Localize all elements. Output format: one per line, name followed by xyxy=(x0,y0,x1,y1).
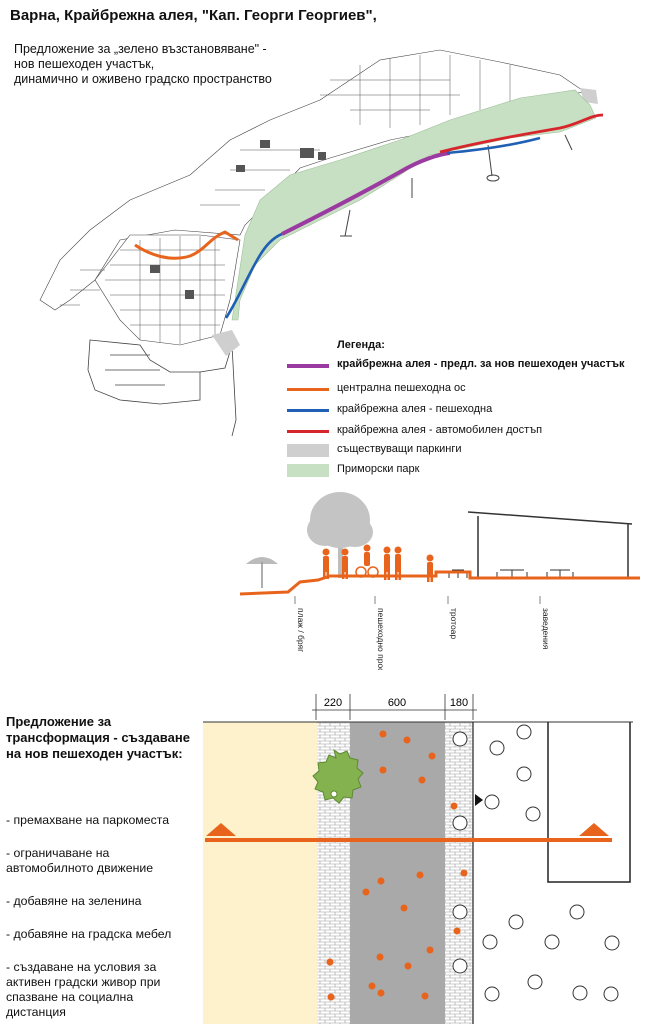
legend-label: крайбрежна алея - предл. за нов пешеходе… xyxy=(337,358,625,370)
tree-icon xyxy=(312,748,364,804)
cross-section: плаж / бряг пешеходно пространство трото… xyxy=(239,492,640,670)
pedestrian-road xyxy=(350,722,445,1024)
bullet-item: - добавяне на зеленина xyxy=(6,894,142,908)
legend-swatch xyxy=(287,430,329,433)
cafe-zone xyxy=(473,722,633,1024)
cafe-table-icons xyxy=(452,724,620,1002)
axis-marker-icon xyxy=(579,823,609,836)
legend-swatch xyxy=(287,409,329,412)
city-blocks xyxy=(39,49,586,346)
route-blue xyxy=(224,232,283,319)
legend-label: съществуващи паркинги xyxy=(337,443,462,455)
legend-title: Легенда: xyxy=(337,339,385,351)
street-plan: 220 600 180 xyxy=(203,694,633,1024)
bullet-item: - добавяне на градска мебел xyxy=(6,927,172,941)
beach-umbrella-icon xyxy=(246,557,278,588)
section-label: плаж / бряг xyxy=(296,608,306,652)
route-red xyxy=(439,113,604,154)
sidewalk-brick xyxy=(445,722,473,1024)
city-map xyxy=(39,49,604,437)
legend-swatch xyxy=(287,364,329,368)
legend-label: крайбрежна алея - пешеходна xyxy=(337,403,493,415)
bullet-item: - създаване на условия за активен градск… xyxy=(6,960,161,1019)
legend-swatch xyxy=(287,444,329,457)
legend-label: Приморски парк xyxy=(337,463,420,475)
legend-swatch xyxy=(287,464,329,477)
ground-line xyxy=(239,570,640,596)
route-purple xyxy=(281,151,451,236)
route-blue-2 xyxy=(446,136,541,155)
subtitle-line: динамично и оживено градско пространство xyxy=(14,72,272,86)
subtitle: Предложение за „зелено възстановяване" -… xyxy=(14,42,314,87)
cafe-building xyxy=(467,511,633,578)
tree-icon xyxy=(307,492,373,578)
proposal-title: Предложение за трансформация - създаване… xyxy=(6,714,190,761)
section-label: пешеходно пространство xyxy=(376,608,386,670)
port-area xyxy=(87,339,237,437)
piers xyxy=(340,134,573,237)
cafe-building-outline xyxy=(547,722,631,883)
route-orange xyxy=(134,230,239,260)
section-label: заведения xyxy=(541,608,551,650)
page-title: Варна, Крайбрежна алея, "Кап. Георги Гео… xyxy=(10,7,377,24)
subtitle-line: нов пешеходен участък, xyxy=(14,57,155,71)
cafe-table-icons xyxy=(448,569,574,578)
dimension-label: 180 xyxy=(450,697,468,709)
section-label: тротоар xyxy=(449,608,459,639)
legend-label: крайбрежна алея - автомобилен достъп xyxy=(337,424,543,436)
dimension-bar xyxy=(312,694,477,720)
subtitle-line: Предложение за „зелено възстановяване" - xyxy=(14,42,267,56)
building-texture xyxy=(60,55,511,344)
beach-zone xyxy=(203,722,317,1024)
bullet-item: - премахване на паркоместа xyxy=(6,813,170,827)
entrance-marker-icon xyxy=(475,794,483,806)
dimension-label: 220 xyxy=(324,697,342,709)
bullet-item: - ограничаване на автомобилното движение xyxy=(6,846,154,875)
axis-marker-icon xyxy=(206,823,236,836)
people-icons xyxy=(326,730,468,1001)
legend-label: централна пешеходна ос xyxy=(337,382,466,394)
dimension-label: 600 xyxy=(388,697,406,709)
legend-swatch xyxy=(287,388,329,391)
